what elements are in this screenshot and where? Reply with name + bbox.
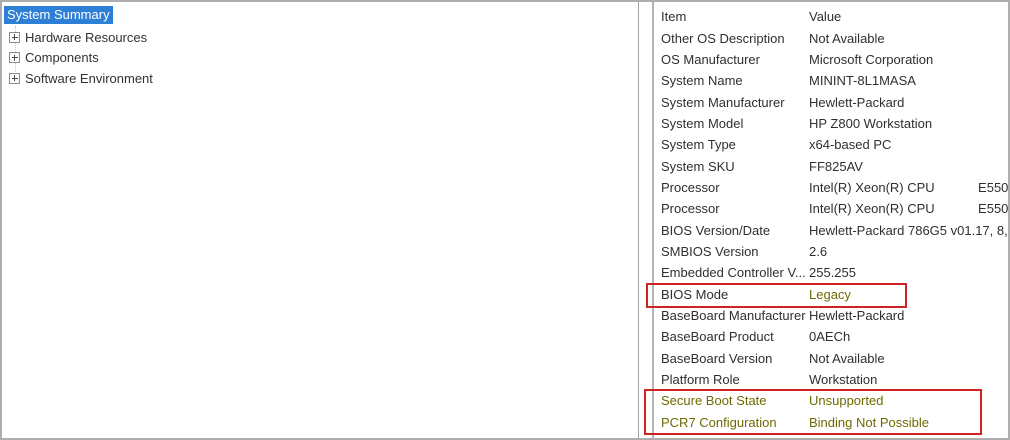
value-cell: Not Available [809,350,885,366]
item-cell: SMBIOS Version [661,243,759,259]
table-row[interactable]: System Type x64-based PC [654,134,1008,155]
item-cell: BIOS Mode [661,286,729,302]
item-cell: System Model [661,115,744,131]
column-header-value[interactable]: Value [809,9,842,25]
item-cell: System Type [661,137,736,153]
table-row[interactable]: BIOS Mode Legacy [654,283,1008,304]
table-row[interactable]: BaseBoard Version Not Available [654,348,1008,369]
value-cell: Microsoft Corporation [809,51,934,67]
tree-item-system-summary[interactable]: System Summary [4,6,113,24]
item-cell: BaseBoard Product [661,329,774,345]
item-cell: Processor [661,179,720,195]
value-cell: FF825AV [809,158,863,174]
value-cell: 0AECh [809,329,851,345]
column-header-item[interactable]: Item [661,9,687,25]
table-row[interactable]: PCR7 Configuration Binding Not Possible [654,412,1008,433]
item-cell: Processor [661,201,720,217]
value-cell: Not Available [809,30,885,46]
value-cell: HP Z800 Workstation [809,115,933,131]
item-cell: BIOS Version/Date [661,222,771,238]
table-row[interactable]: Embedded Controller V...255.255 [654,262,1008,283]
item-cell: BaseBoard Manufacturer [661,307,806,323]
value-cell: Legacy [809,286,851,302]
value-cell: Hewlett-Packard [809,307,905,323]
item-cell: PCR7 Configuration [661,414,777,430]
item-cell: OS Manufacturer [661,51,760,67]
table-row[interactable]: SMBIOS Version 2.6 [654,241,1008,262]
value-cell: Intel(R) Xeon(R) CPU E5506 [809,201,1008,217]
value-cell: MININT-8L1MASA [809,73,916,89]
table-row[interactable]: Secure Boot State Unsupported [654,390,1008,411]
table-row[interactable]: System Model HP Z800 Workstation [654,113,1008,134]
table-row[interactable]: Platform Role Workstation [654,369,1008,390]
table-row[interactable]: Processor Intel(R) Xeon(R) CPU E5506 [654,177,1008,198]
value-cell: 255.255 [809,265,856,281]
item-cell: Platform Role [661,372,740,388]
item-cell: System Manufacturer [661,94,785,110]
item-cell: BaseBoard Version [661,350,773,366]
item-cell: Secure Boot State [661,393,767,409]
value-cell: Unsupported [809,393,884,409]
table-row[interactable]: System Name MININT-8L1MASA [654,70,1008,91]
details-header-row: Item Value [654,6,1008,27]
table-row[interactable]: OS Manufacturer Microsoft Corporation [654,49,1008,70]
table-row[interactable]: BIOS Version/Date Hewlett-Packard 786G5 v… [654,219,1008,240]
table-row[interactable]: Other OS Description Not Available [654,27,1008,48]
table-row[interactable]: Processor Intel(R) Xeon(R) CPU E5506 [654,198,1008,219]
table-row[interactable]: System SKU FF825AV [654,155,1008,176]
expand-plus-icon[interactable] [9,31,20,43]
tree-item-label: Software Environment [25,70,153,86]
value-cell: Hewlett-Packard [809,94,905,110]
value-cell: Intel(R) Xeon(R) CPU E5506 [809,179,1008,195]
value-cell: 2.6 [809,243,828,259]
expand-plus-icon[interactable] [9,52,20,64]
item-cell: Other OS Description [661,30,785,46]
sidebar-item-components[interactable]: Components [2,48,638,69]
expand-plus-icon[interactable] [9,72,20,84]
value-cell: x64-based PC [809,137,892,153]
tree-row-system-summary: System Summary [4,5,638,25]
value-cell: Workstation [809,372,878,388]
item-cell: System SKU [661,158,735,174]
sidebar-item-hardware-resources[interactable]: Hardware Resources [2,27,638,48]
table-row[interactable]: BaseBoard Product 0AECh [654,326,1008,347]
tree-item-label: Components [25,50,99,66]
item-cell: Embedded Controller V... [661,265,806,281]
value-cell: Hewlett-Packard 786G5 v01.17, 8, [809,222,1008,238]
sidebar-item-software-environment[interactable]: Software Environment [2,68,638,89]
value-cell: Binding Not Possible [809,414,929,430]
item-cell: System Name [661,73,743,89]
table-row[interactable]: System Manufacturer Hewlett-Packard [654,91,1008,112]
tree-item-label: Hardware Resources [25,29,148,45]
